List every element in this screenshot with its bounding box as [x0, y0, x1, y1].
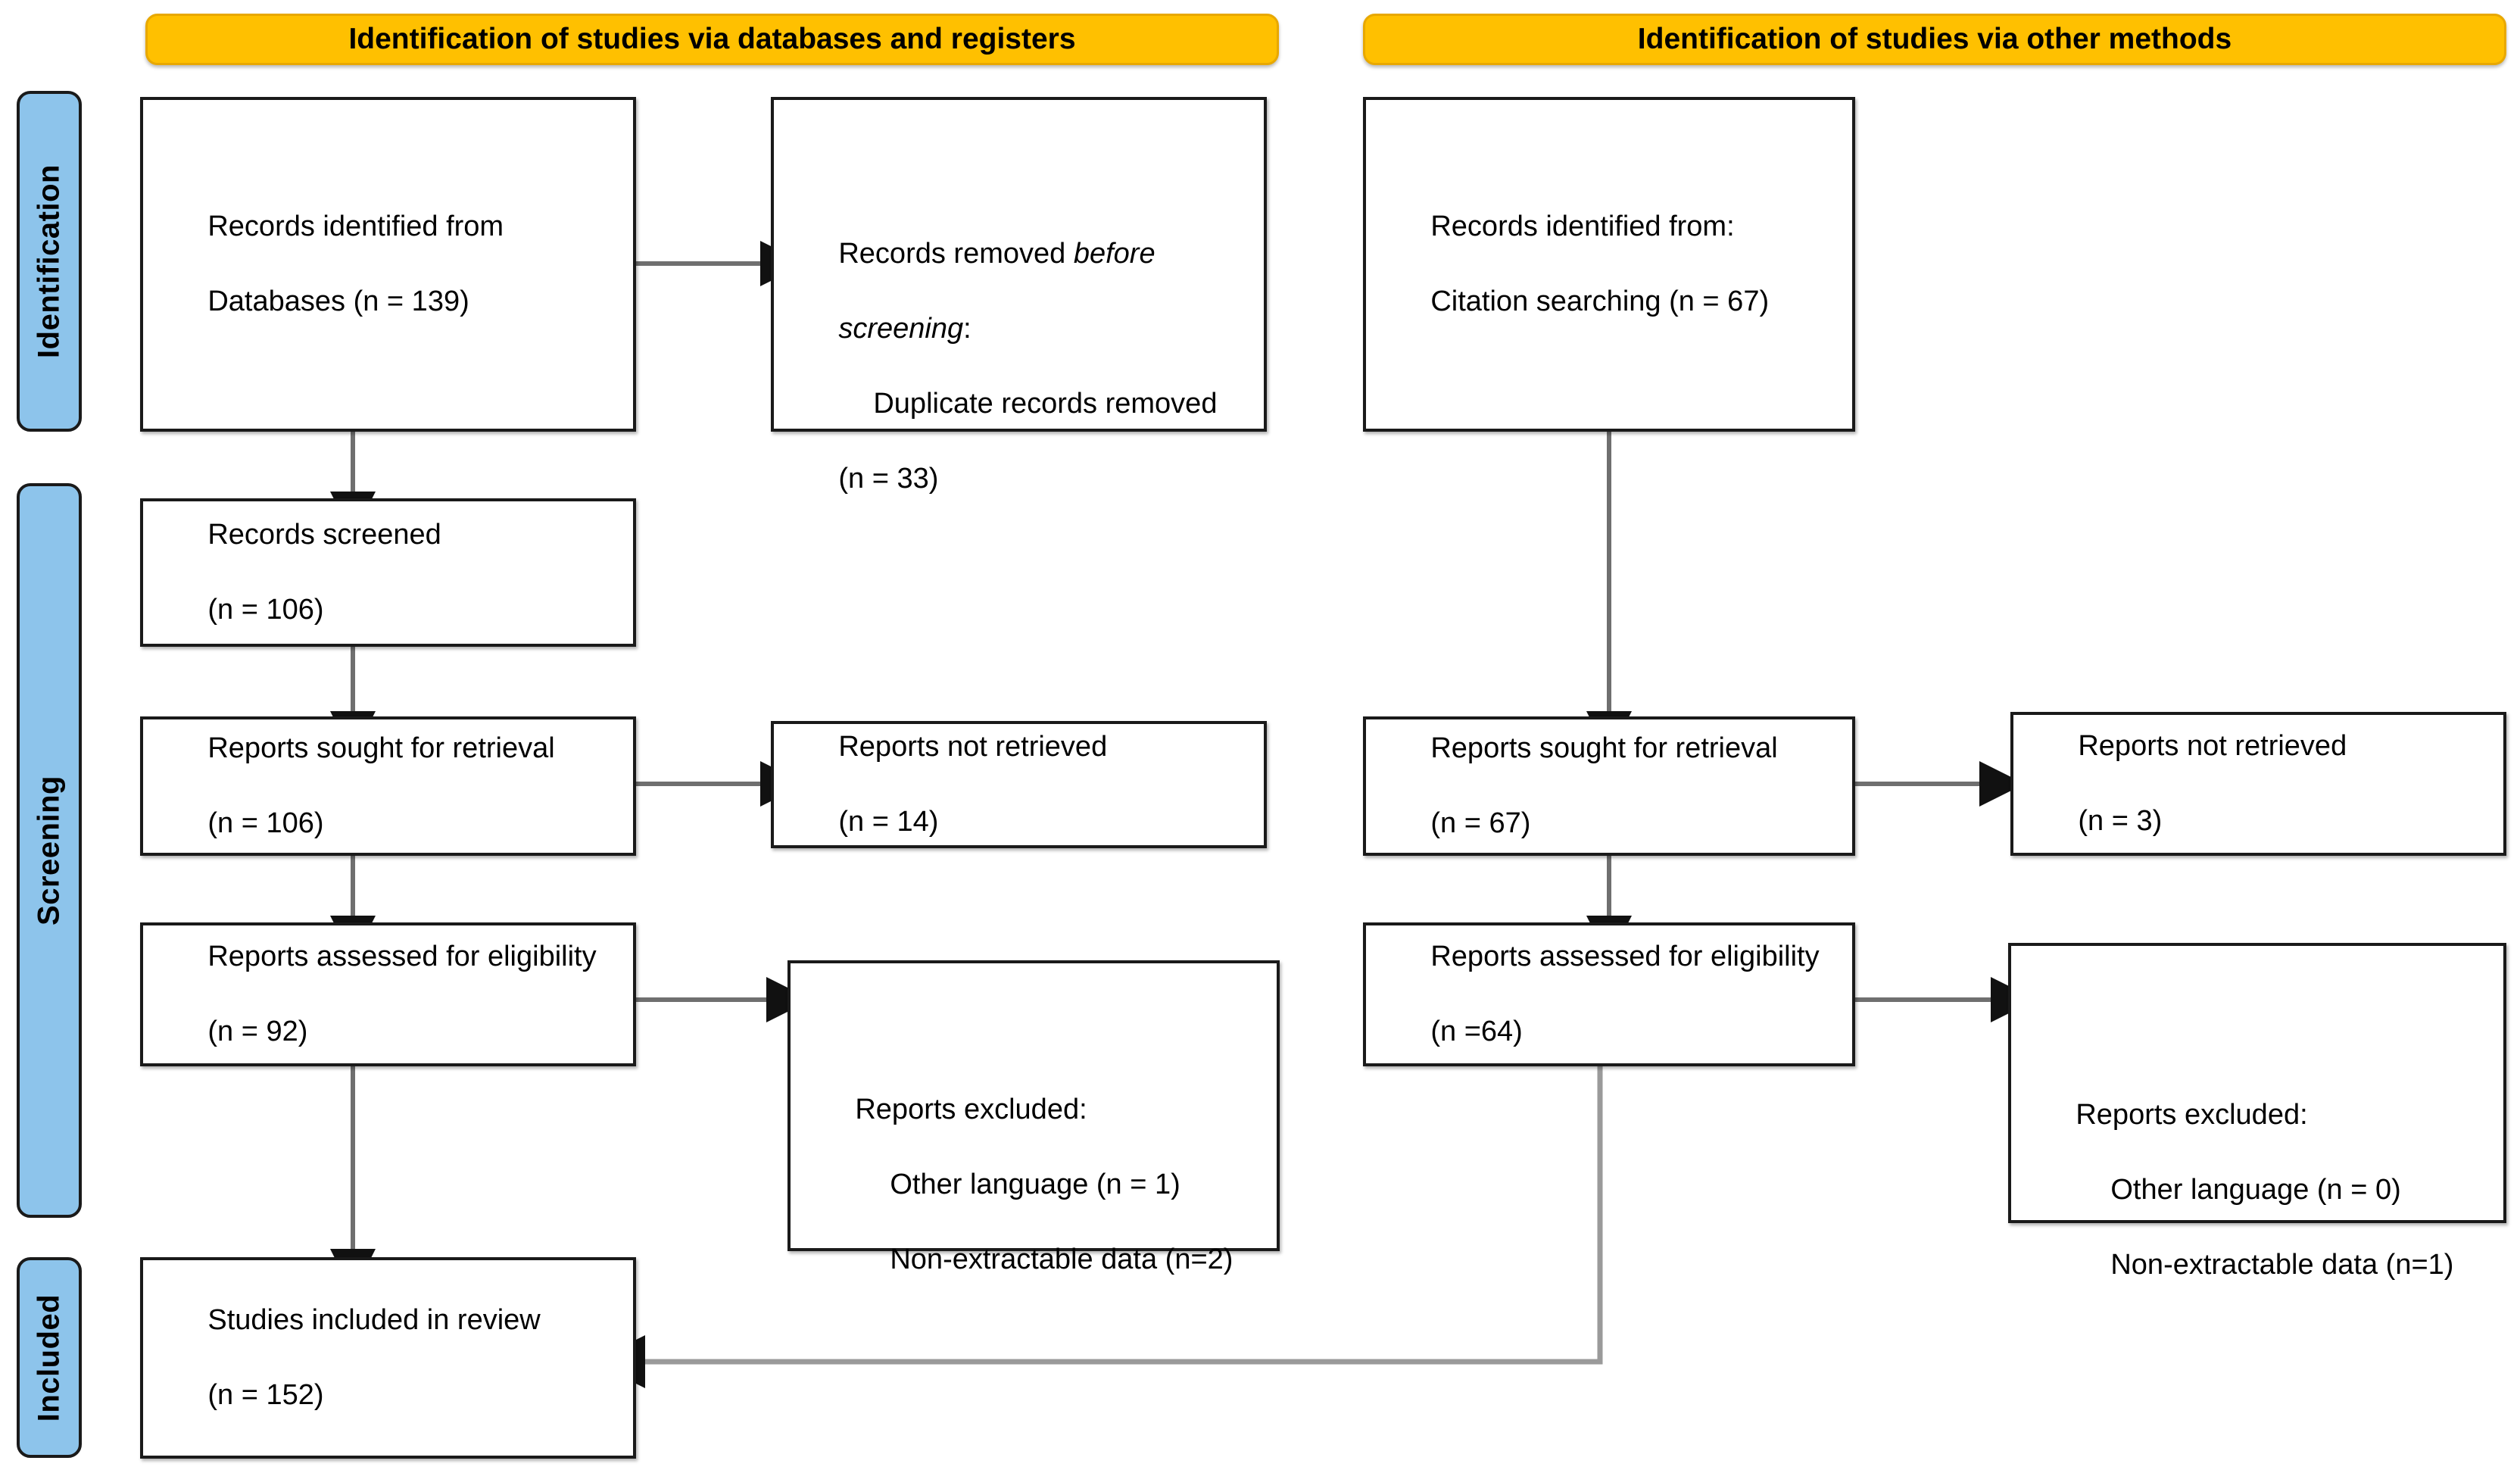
records-removed-line2-colon: : [963, 313, 972, 345]
records-removed-line1-italic: before [1073, 238, 1156, 270]
column-header-databases: Identification of studies via databases … [145, 14, 1279, 65]
edge-other-assessed-to-included [592, 1066, 1603, 1388]
column-header-other-methods: Identification of studies via other meth… [1363, 14, 2506, 65]
box-records-screened: Records screened (n = 106) [140, 498, 636, 647]
phase-tab-identification: Identification [17, 91, 82, 432]
box-records-identified-databases: Records identified from Databases (n = 1… [140, 97, 636, 432]
box-studies-included-in-review: Studies included in review (n = 152) [140, 1257, 636, 1459]
box-reports-excluded-other: Reports excluded: Other language (n = 0)… [2008, 943, 2506, 1281]
records-identified-db-line1: Records identified from [207, 210, 504, 242]
reports-not-retrieved-db-line1: Reports not retrieved [838, 730, 1108, 763]
reports-assessed-db-line2: (n = 92) [207, 1015, 308, 1047]
records-identified-other-line2: Citation searching (n = 67) [1430, 285, 1770, 317]
reports-excluded-db-line3: Non-extractable data (n=2) [890, 1243, 1233, 1275]
box-reports-assessed-databases: Reports assessed for eligibility (n = 92… [140, 922, 636, 1066]
reports-assessed-db-line1: Reports assessed for eligibility [207, 940, 597, 972]
reports-excluded-db-line2: Other language (n = 1) [890, 1169, 1180, 1201]
reports-sought-db-line1: Reports sought for retrieval [207, 732, 555, 764]
records-removed-line2-italic: screening [838, 313, 964, 345]
box-records-identified-other: Records identified from: Citation search… [1363, 97, 1855, 432]
studies-included-line2: (n = 152) [207, 1378, 324, 1411]
phase-tab-included-label: Included [32, 1294, 66, 1422]
box-reports-sought-other: Reports sought for retrieval (n = 67) [1363, 716, 1855, 856]
reports-assessed-other-line2: (n =64) [1430, 1015, 1523, 1047]
reports-not-retrieved-other-line2: (n = 3) [2078, 804, 2163, 837]
records-removed-line4: (n = 33) [838, 462, 939, 495]
records-identified-db-line2: Databases (n = 139) [207, 285, 469, 317]
phase-tab-screening-label: Screening [32, 776, 66, 925]
phase-tab-screening: Screening [17, 483, 82, 1218]
reports-not-retrieved-other-line1: Reports not retrieved [2078, 729, 2347, 762]
column-header-other-methods-label: Identification of studies via other meth… [1637, 23, 2232, 55]
studies-included-line1: Studies included in review [207, 1303, 541, 1336]
column-header-databases-label: Identification of studies via databases … [348, 23, 1076, 55]
reports-not-retrieved-db-line2: (n = 14) [838, 805, 939, 838]
records-removed-line3: Duplicate records removed [873, 387, 1218, 420]
reports-excluded-other-line2: Other language (n = 0) [2110, 1174, 2401, 1206]
box-reports-sought-databases: Reports sought for retrieval (n = 106) [140, 716, 636, 856]
reports-sought-other-line2: (n = 67) [1430, 807, 1531, 839]
records-screened-line1: Records screened [207, 518, 441, 551]
box-reports-not-retrieved-other: Reports not retrieved (n = 3) [2010, 712, 2506, 856]
records-screened-line2: (n = 106) [207, 593, 324, 626]
reports-assessed-other-line1: Reports assessed for eligibility [1430, 940, 1820, 972]
records-identified-other-line1: Records identified from: [1430, 210, 1735, 242]
box-reports-excluded-databases: Reports excluded: Other language (n = 1)… [788, 960, 1280, 1275]
reports-sought-other-line1: Reports sought for retrieval [1430, 732, 1778, 764]
phase-tab-included: Included [17, 1257, 82, 1458]
reports-excluded-other-line3: Non-extractable data (n=1) [2110, 1248, 2454, 1281]
box-reports-not-retrieved-databases: Reports not retrieved (n = 14) [771, 721, 1267, 848]
reports-excluded-other-line1: Reports excluded: [2076, 1099, 2308, 1131]
reports-sought-db-line2: (n = 106) [207, 807, 324, 839]
reports-excluded-db-line1: Reports excluded: [855, 1094, 1087, 1126]
box-reports-assessed-other: Reports assessed for eligibility (n =64) [1363, 922, 1855, 1066]
box-records-removed-before-screening: Records removed before screening: Duplic… [771, 97, 1267, 495]
records-removed-line1-a: Records removed [838, 238, 1074, 270]
phase-tab-identification-label: Identification [32, 164, 66, 358]
